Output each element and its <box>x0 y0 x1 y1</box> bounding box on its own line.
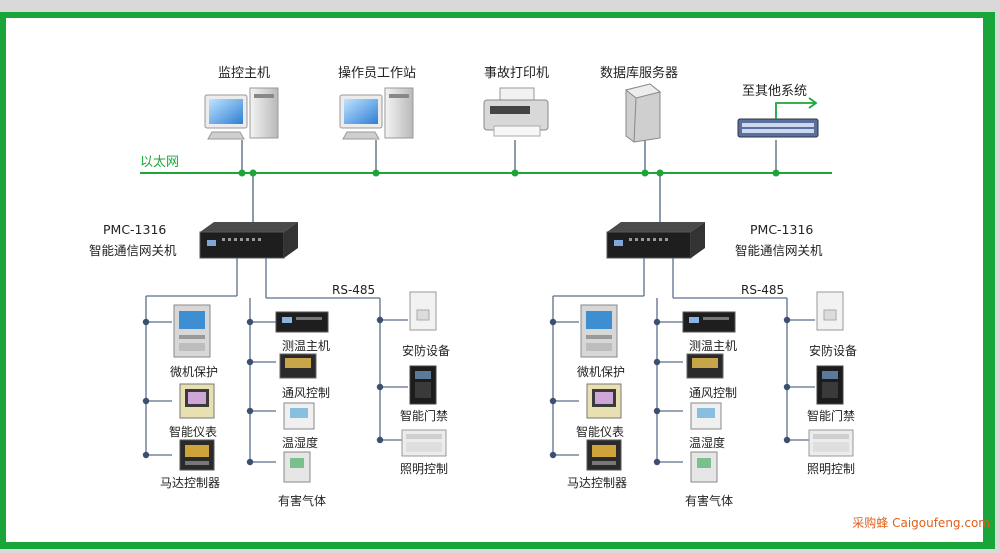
gas-detector-icon <box>283 451 311 483</box>
relay-protection-icon <box>173 304 211 358</box>
label-ethernet: 以太网 <box>140 155 180 170</box>
gateway-right-model: PMC-1316 <box>750 222 814 237</box>
col1-label: 智能仪表 <box>576 425 625 439</box>
col3-label: 安防设备 <box>402 344 451 358</box>
smart-meter-icon <box>179 383 215 419</box>
col3-label: 照明控制 <box>400 462 449 476</box>
col2-label: 测温主机 <box>282 339 331 353</box>
label-database-server: 数据库服务器 <box>600 66 679 81</box>
label-operator-station: 操作员工作站 <box>338 66 417 81</box>
col1-label: 马达控制器 <box>567 476 628 490</box>
temperature-host-icon <box>275 311 329 333</box>
col2-label: 测温主机 <box>689 339 738 353</box>
bus-nodes <box>238 169 780 177</box>
col1-label: 马达控制器 <box>160 476 221 490</box>
col1-label: 微机保护 <box>170 365 219 379</box>
field-bus-nodes <box>142 316 791 466</box>
lighting-control-icon <box>808 429 854 457</box>
printer-icon <box>483 87 549 137</box>
humidity-sensor-icon <box>283 402 315 430</box>
col2-label: 通风控制 <box>689 386 738 400</box>
col2-label: 通风控制 <box>282 386 331 400</box>
gateway-left-model: PMC-1316 <box>103 222 167 237</box>
label-monitor-host: 监控主机 <box>218 66 271 81</box>
to-other-systems-arrow <box>775 97 818 119</box>
label-other-systems: 至其他系统 <box>742 84 808 99</box>
gateway-device-left <box>199 222 298 259</box>
gas-detector-icon <box>690 451 718 483</box>
col3-label: 安防设备 <box>809 344 858 358</box>
security-device-icon <box>409 291 437 331</box>
col3-label: 照明控制 <box>807 462 856 476</box>
database-server-icon <box>624 83 662 143</box>
operator-station-icon <box>339 87 414 140</box>
ventilation-control-icon <box>686 353 724 379</box>
motor-controller-icon <box>179 439 215 471</box>
col3-label: 智能门禁 <box>400 409 449 423</box>
watermark: 采购蜂 Caigoufeng.com <box>852 516 990 530</box>
col2-label: 有害气体 <box>685 494 734 508</box>
monitor-host-icon <box>204 87 279 140</box>
access-control-icon <box>409 365 437 405</box>
ventilation-control-icon <box>279 353 317 379</box>
top-drops <box>241 140 777 222</box>
humidity-sensor-icon <box>690 402 722 430</box>
col1-label: 微机保护 <box>577 365 626 379</box>
col2-label: 温湿度 <box>282 436 319 450</box>
col3-label: 智能门禁 <box>807 409 856 423</box>
security-device-icon <box>816 291 844 331</box>
rs485-right: RS-485 <box>741 283 785 297</box>
motor-controller-icon <box>586 439 622 471</box>
gateway-device-right <box>606 222 705 259</box>
network-switch-icon <box>737 118 819 138</box>
gateway-left-name: 智能通信网关机 <box>89 243 177 258</box>
temperature-host-icon <box>682 311 736 333</box>
lighting-control-icon <box>401 429 447 457</box>
smart-meter-icon <box>586 383 622 419</box>
field-devices <box>173 291 854 483</box>
gateway-right-name: 智能通信网关机 <box>735 243 823 258</box>
access-control-icon <box>816 365 844 405</box>
col1-label: 智能仪表 <box>169 425 218 439</box>
label-accident-printer: 事故打印机 <box>484 66 550 81</box>
relay-protection-icon <box>580 304 618 358</box>
col2-label: 温湿度 <box>689 436 726 450</box>
col2-label: 有害气体 <box>278 494 327 508</box>
rs485-left: RS-485 <box>332 283 376 297</box>
